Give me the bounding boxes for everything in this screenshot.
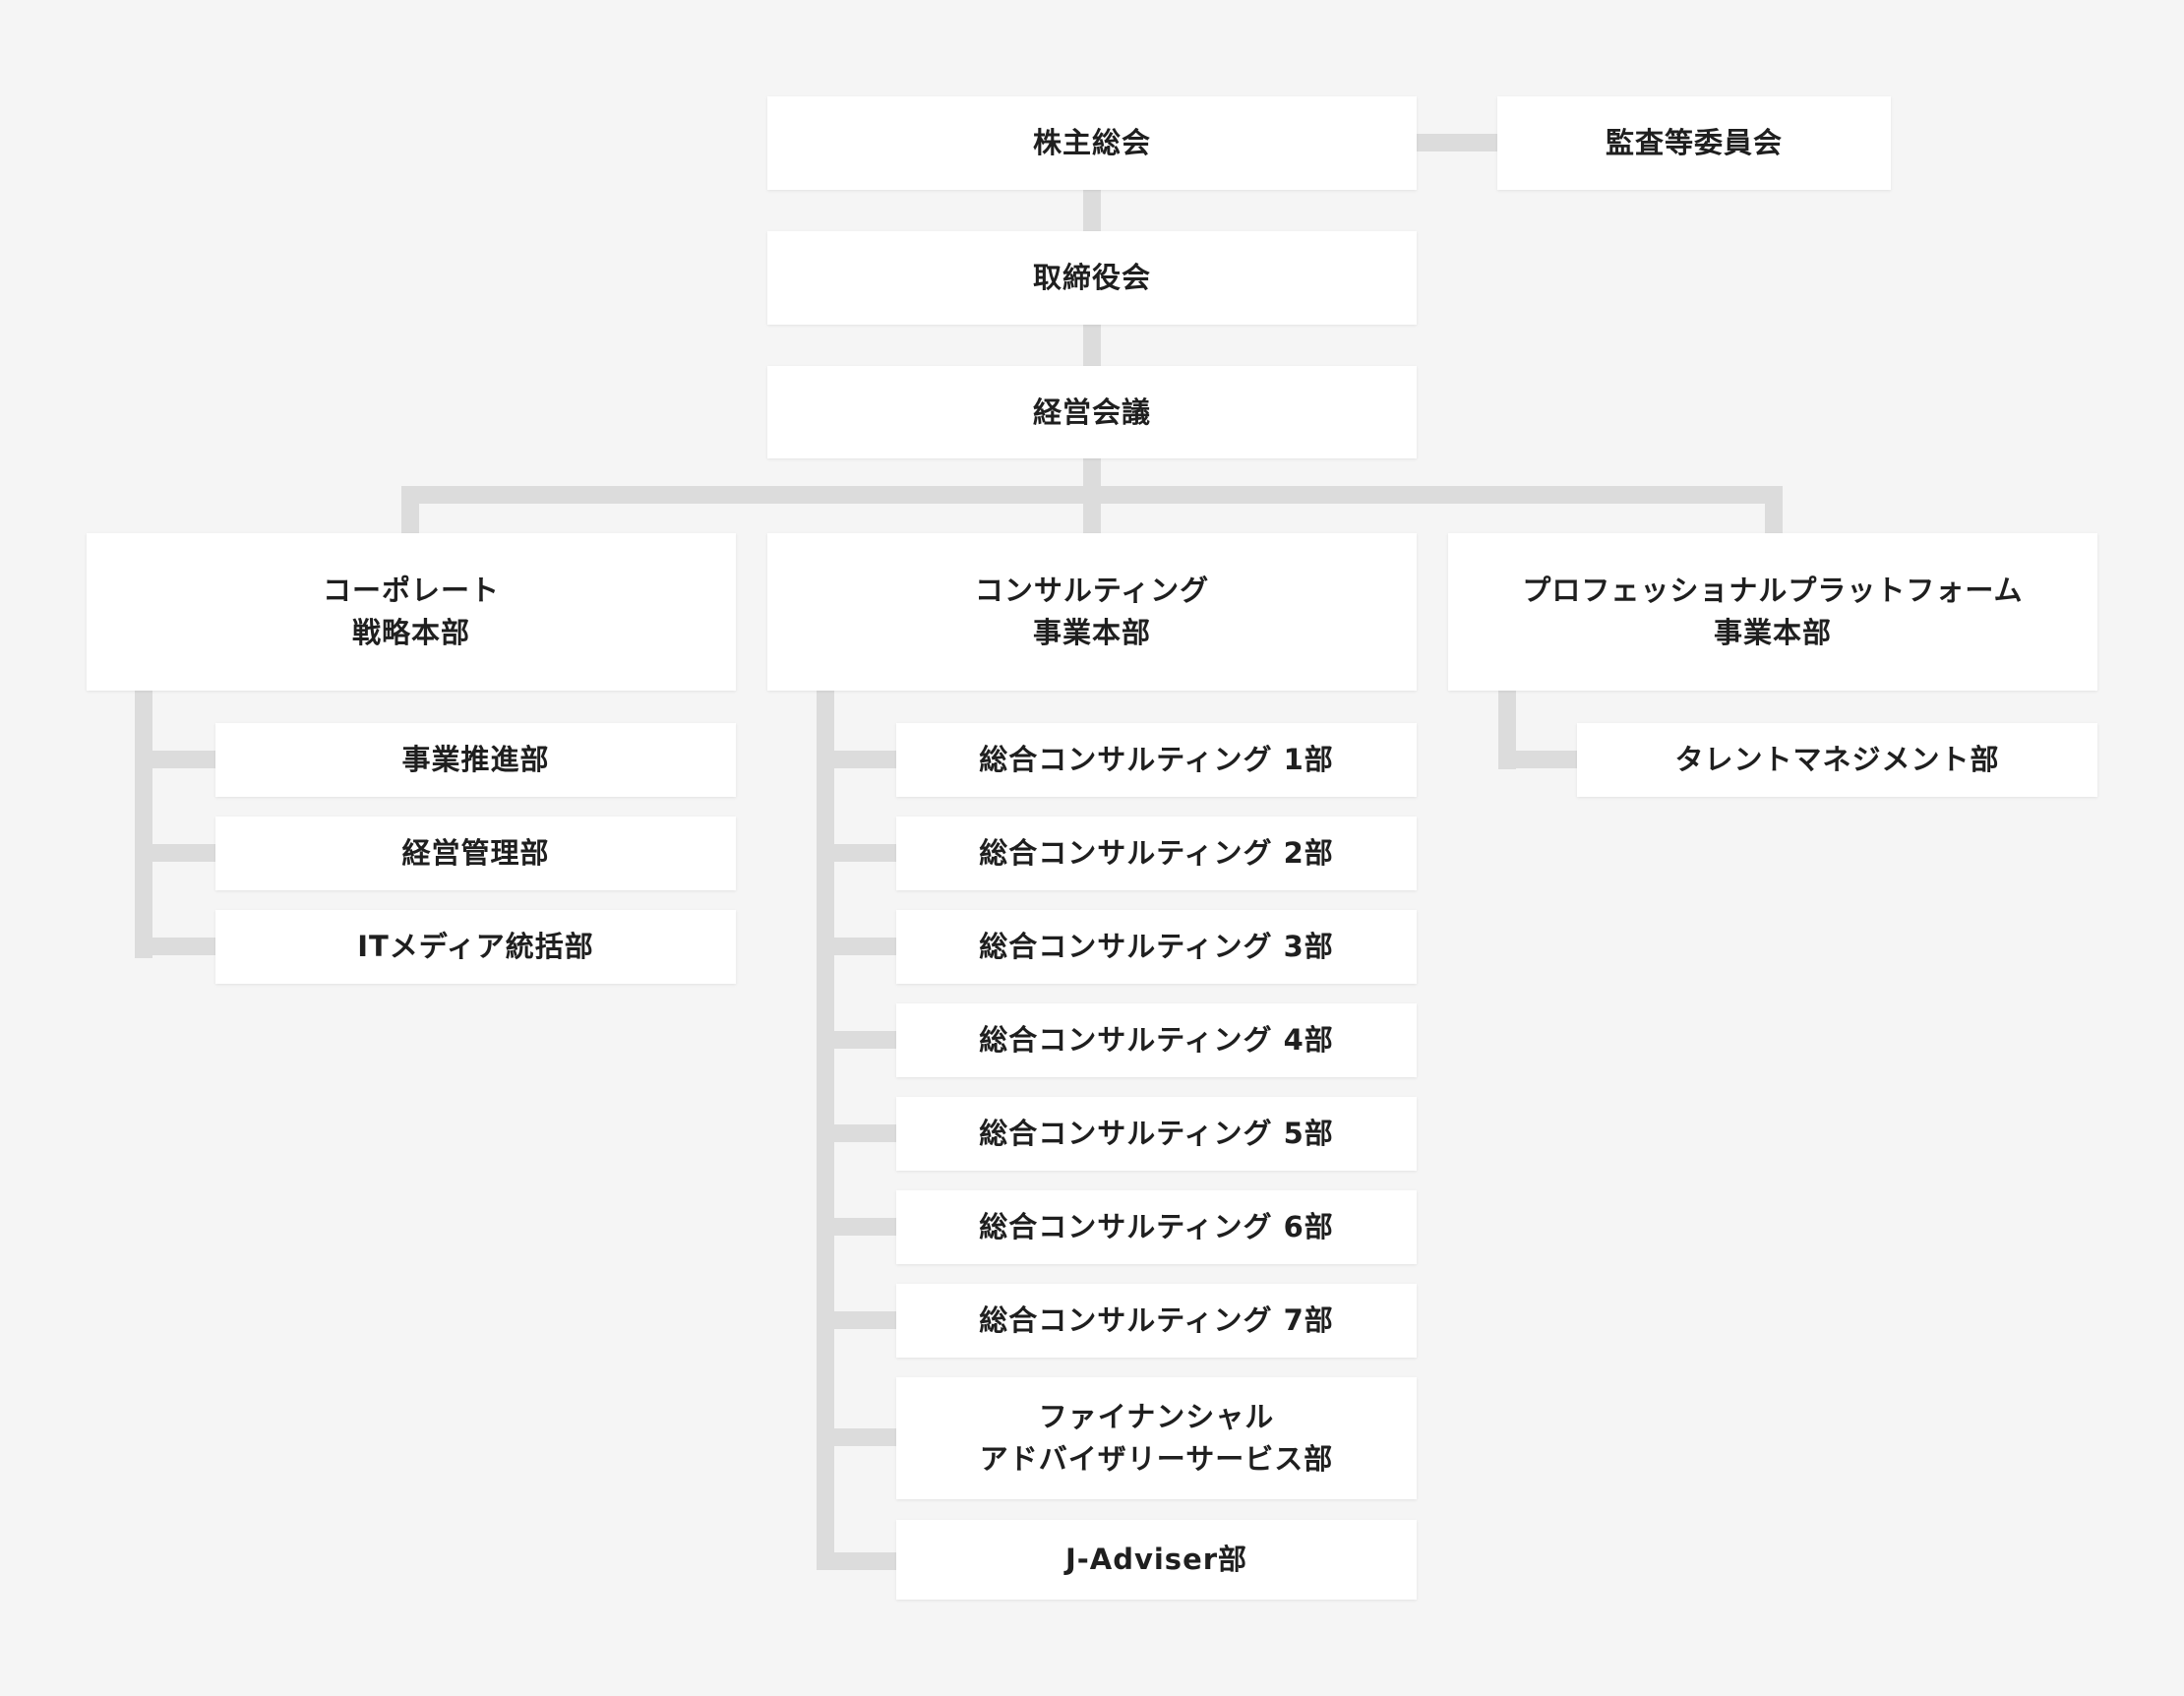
connector-consulting-dept-8 [817, 1428, 897, 1446]
connector-consulting-dept-2 [817, 844, 897, 862]
node-label: 経営会議 [1032, 394, 1151, 429]
node-label-line: プロフェッショナルプラットフォーム [1522, 574, 2024, 607]
node-label: タレントマネジメント部 [1674, 743, 2000, 776]
node-department: タレントマネジメント部 [1577, 723, 2097, 797]
node-label-line: ファイナンシャル [1038, 1400, 1275, 1433]
connector-corporate-spine [135, 691, 152, 958]
connector-consulting-dept-4 [817, 1031, 897, 1049]
node-label: 経営管理部 [401, 836, 550, 870]
node-label: 事業推進部 [401, 743, 550, 776]
node-label-line: アドバイザリーサービス部 [979, 1442, 1334, 1476]
node-department: J-Adviser部 [896, 1520, 1417, 1600]
connector-consulting-dept-7 [817, 1311, 897, 1329]
node-label-line: 戦略本部 [351, 616, 470, 649]
node-division-platform: プロフェッショナルプラットフォーム 事業本部 [1448, 533, 2097, 691]
node-department: 総合コンサルティング 1部 [896, 723, 1417, 797]
node-label: J-Adviser部 [1064, 1543, 1248, 1576]
node-division-corporate: コーポレート 戦略本部 [87, 533, 736, 691]
connector-consulting-dept-6 [817, 1218, 897, 1236]
connector-corporate-dept-1 [135, 751, 215, 768]
node-label: 総合コンサルティング 4部 [979, 1023, 1334, 1057]
connector-bus-division-corporate [401, 486, 419, 533]
node-department: 総合コンサルティング 7部 [896, 1284, 1417, 1358]
connector-shareholders-board [1083, 190, 1101, 231]
connector-shareholders-audit [1417, 134, 1497, 151]
node-label-line: 事業本部 [1713, 616, 1832, 649]
connector-corporate-dept-2 [135, 844, 215, 862]
connector-platform-spine [1498, 691, 1516, 769]
connector-platform-dept-1 [1498, 751, 1579, 768]
node-label-line: コーポレート [322, 574, 500, 607]
node-division-consulting: コンサルティング 事業本部 [767, 533, 1417, 691]
node-department: 総合コンサルティング 4部 [896, 1003, 1417, 1077]
connector-consulting-dept-9 [817, 1552, 897, 1570]
node-label: 総合コンサルティング 2部 [979, 836, 1334, 870]
node-label: 総合コンサルティング 7部 [979, 1303, 1334, 1337]
node-label: 取締役会 [1032, 261, 1151, 294]
node-label-line: 事業本部 [1032, 616, 1151, 649]
node-label: 株主総会 [1032, 126, 1151, 159]
node-department: 事業推進部 [215, 723, 736, 797]
node-department: ファイナンシャル アドバイザリーサービス部 [896, 1377, 1417, 1499]
node-department: 総合コンサルティング 2部 [896, 817, 1417, 890]
connector-consulting-dept-3 [817, 938, 897, 955]
node-label: ITメディア統括部 [357, 930, 594, 963]
node-label: 総合コンサルティング 3部 [979, 930, 1334, 963]
connector-bus-division-consulting [1083, 486, 1101, 533]
node-department: ITメディア統括部 [215, 910, 736, 984]
node-audit-committee: 監査等委員会 [1497, 96, 1891, 190]
node-label: 総合コンサルティング 5部 [979, 1117, 1334, 1150]
connector-corporate-dept-3 [135, 938, 215, 955]
node-department: 経営管理部 [215, 817, 736, 890]
node-board-of-directors: 取締役会 [767, 231, 1417, 325]
node-department: 総合コンサルティング 5部 [896, 1097, 1417, 1171]
node-label: 総合コンサルティング 1部 [979, 743, 1334, 776]
connector-board-management [1083, 325, 1101, 366]
connector-consulting-dept-1 [817, 751, 897, 768]
node-department: 総合コンサルティング 3部 [896, 910, 1417, 984]
node-department: 総合コンサルティング 6部 [896, 1190, 1417, 1264]
connector-consulting-dept-5 [817, 1124, 897, 1142]
node-label: 監査等委員会 [1605, 126, 1783, 159]
node-management-meeting: 経営会議 [767, 366, 1417, 458]
node-label: 総合コンサルティング 6部 [979, 1210, 1334, 1243]
node-shareholders-meeting: 株主総会 [767, 96, 1417, 190]
node-label-line: コンサルティング [974, 574, 1210, 607]
connector-bus-division-platform [1765, 486, 1783, 533]
